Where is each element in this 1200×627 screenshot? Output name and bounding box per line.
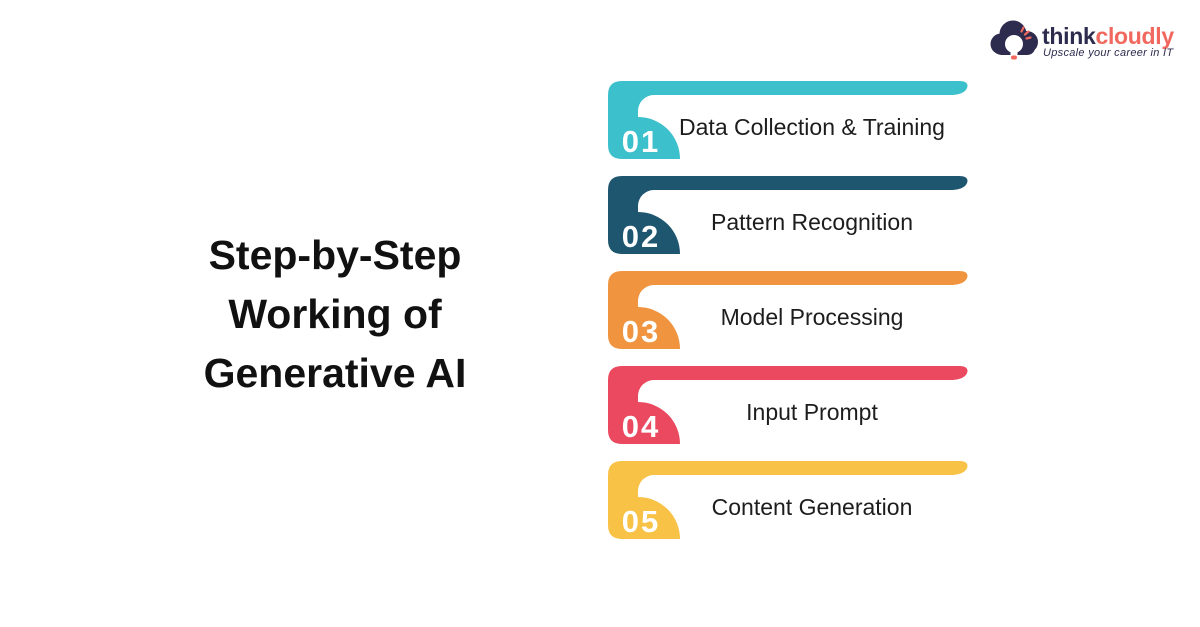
logo-wordmark: thinkcloudly — [1042, 23, 1174, 50]
step-label: Input Prompt — [746, 398, 878, 425]
step-label: Data Collection & Training — [679, 113, 945, 140]
step-number: 02 — [621, 219, 661, 254]
step-shape — [608, 271, 968, 349]
step-tab-bar-shape — [608, 176, 968, 254]
step-number: 05 — [621, 504, 661, 539]
step-shape — [608, 81, 968, 159]
title-line-1: Step-by-Step — [208, 232, 462, 278]
logo-tagline: Upscale your career in IT — [1043, 47, 1174, 59]
step-shape — [608, 366, 968, 444]
step-label: Model Processing — [720, 303, 904, 330]
step-shape — [608, 176, 968, 254]
step-number: 03 — [621, 314, 661, 349]
step-item-2: 02 Pattern Recognition — [608, 176, 968, 254]
logo-text-cloudly: cloudly — [1095, 23, 1174, 49]
step-number: 04 — [621, 409, 661, 444]
step-label: Content Generation — [711, 493, 913, 520]
step-tab-bar-shape — [608, 81, 968, 159]
step-tab-bar-shape — [608, 271, 968, 349]
step-item-3: 03 Model Processing — [608, 271, 968, 349]
step-shape — [608, 461, 968, 539]
step-item-4: 04 Input Prompt — [608, 366, 968, 444]
step-item-1: 01 Data Collection & Training — [608, 81, 968, 159]
title-line-3: Generative AI — [203, 350, 467, 396]
step-label: Pattern Recognition — [710, 208, 913, 235]
title-line-2: Working of — [228, 291, 442, 337]
step-number: 01 — [621, 124, 661, 159]
logo-text-think: think — [1042, 23, 1096, 49]
step-tab-bar-shape — [608, 461, 968, 539]
step-tab-bar-shape — [608, 366, 968, 444]
step-item-5: 05 Content Generation — [608, 461, 968, 539]
logo: thinkcloudly Upscale your career in IT — [988, 14, 1178, 66]
page-title: Step-by-Step Working of Generative AI — [130, 226, 540, 403]
cloud-lightbulb-icon — [990, 20, 1038, 60]
